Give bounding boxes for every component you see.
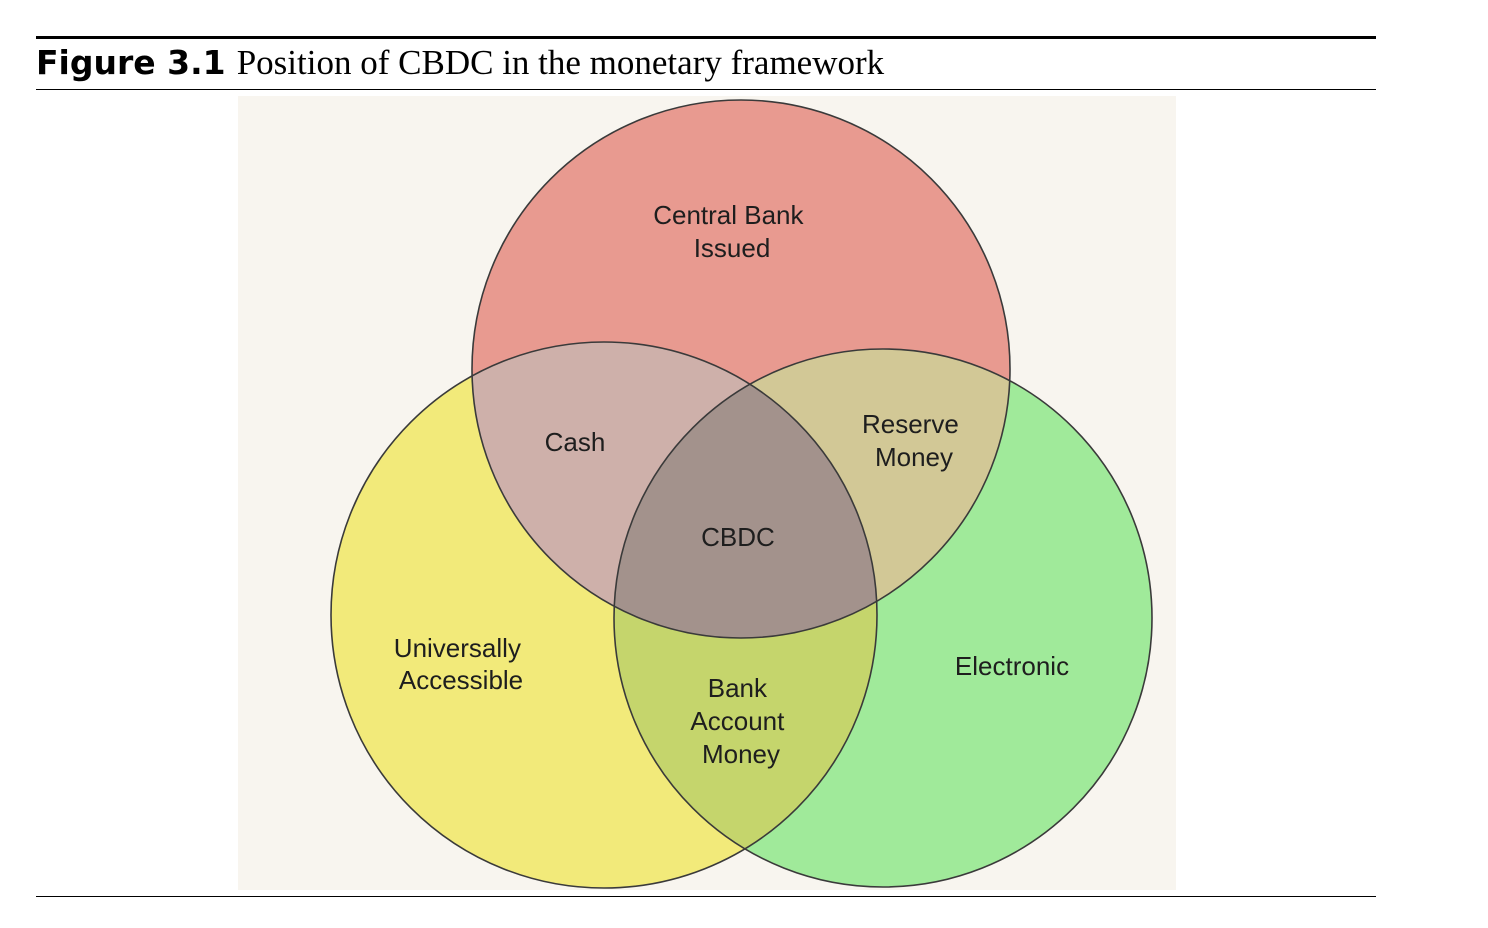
figure-number: Figure 3.1	[36, 43, 226, 82]
figure-bottom-rule	[36, 896, 1376, 897]
label-central-bank-issued: Central Bank Issued	[653, 200, 811, 263]
label-reserve-money: Reserve Money	[862, 409, 966, 472]
venn-diagram-panel: Central Bank Issued Cash Reserve Money C…	[238, 96, 1176, 890]
label-cash: Cash	[545, 427, 606, 457]
label-universally-accessible: Universally Accessible	[394, 633, 528, 695]
central-bank-issued-outline	[471, 99, 1011, 639]
universally-accessible-outline	[330, 341, 878, 889]
label-cbdc: CBDC	[701, 522, 775, 552]
figure-caption: Figure 3.1 Position of CBDC in the monet…	[36, 40, 884, 86]
label-electronic: Electronic	[955, 651, 1069, 681]
venn-diagram: Central Bank Issued Cash Reserve Money C…	[330, 99, 1153, 889]
label-bank-account-money: Bank Account Money	[690, 673, 791, 769]
cbdc-overlap-region	[614, 349, 877, 638]
figure-title: Position of CBDC in the monetary framewo…	[236, 43, 885, 82]
electronic-outline	[613, 348, 1153, 888]
caption-top-rule	[36, 36, 1376, 39]
caption-bottom-rule	[36, 89, 1376, 90]
